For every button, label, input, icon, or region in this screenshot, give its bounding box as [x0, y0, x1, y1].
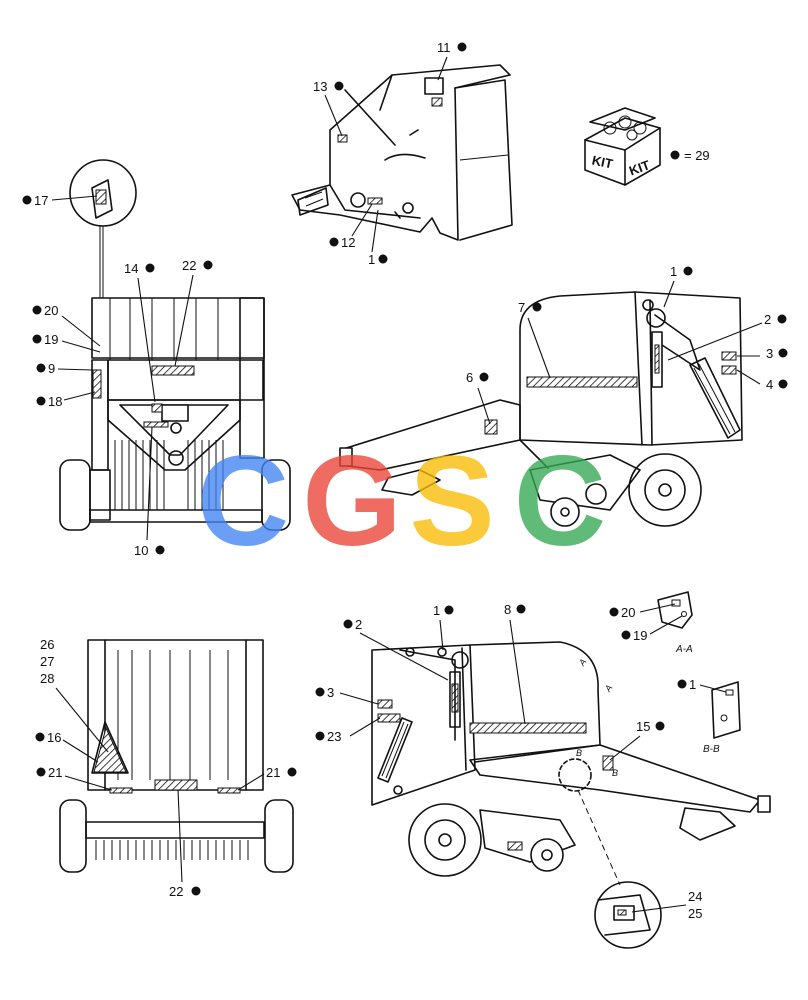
callout-20-detail: 20 [621, 605, 635, 620]
callout-22-rear: 22 [169, 884, 183, 899]
callout-3-right: 3 [766, 346, 773, 361]
kit-equals-29: = 29 [684, 148, 710, 163]
section-mark-a-upper: A [576, 657, 588, 668]
top-side-view [291, 64, 513, 241]
callout-2-left: 2 [355, 617, 362, 632]
callout-7: 7 [518, 300, 525, 315]
kit-box: KIT KIT = 29 [584, 107, 710, 186]
callout-17: 17 [34, 193, 48, 208]
callout-11: 11 [437, 40, 451, 55]
section-label-bb: B-B [703, 744, 720, 755]
callout-12: 12 [341, 235, 355, 250]
section-mark-b-upper: B [576, 748, 582, 758]
callout-23: 23 [327, 729, 341, 744]
callout-8: 8 [504, 602, 511, 617]
callout-15: 15 [636, 719, 650, 734]
top-view-labels: 11 13 12 1 [313, 40, 467, 267]
front-view-labels: 17 14 22 20 19 9 18 10 [22, 193, 213, 558]
callout-10: 10 [134, 543, 148, 558]
section-mark-b-lower: B [612, 768, 618, 778]
callout-18: 18 [48, 394, 62, 409]
section-mark-a-lower: A [602, 683, 614, 694]
callout-1-right: 1 [670, 264, 677, 279]
callout-1-top: 1 [368, 252, 375, 267]
callout-16: 16 [47, 730, 61, 745]
callout-21-left: 21 [48, 765, 62, 780]
callout-25: 25 [688, 906, 702, 921]
callout-1-left: 1 [433, 603, 440, 618]
callout-21-right: 21 [266, 765, 280, 780]
callout-22-front: 22 [182, 258, 196, 273]
left-side-labels: 2 1 8 3 23 15 24 25 [315, 602, 702, 921]
section-label-aa: A-A [675, 644, 693, 655]
right-side-labels: 1 7 2 3 4 6 [466, 264, 788, 425]
watermark-letter-s: S [409, 430, 494, 573]
watermark-letter-g: G [302, 430, 402, 573]
front-view [59, 159, 291, 531]
left-side-view: A A B B [371, 641, 771, 949]
callout-6: 6 [466, 370, 473, 385]
section-details: 20 19 A-A 1 B-B [609, 591, 741, 755]
rear-view [59, 639, 294, 873]
callout-4: 4 [766, 377, 773, 392]
callout-1-detail: 1 [689, 677, 696, 692]
kit-label-left: KIT [591, 152, 615, 171]
callout-13: 13 [313, 79, 327, 94]
callout-14: 14 [124, 261, 138, 276]
callout-9: 9 [48, 361, 55, 376]
kit-label-right: KIT [627, 157, 652, 178]
callout-28: 28 [40, 671, 54, 686]
callout-20-front: 20 [44, 303, 58, 318]
callout-3-left: 3 [327, 685, 334, 700]
callout-27: 27 [40, 654, 54, 669]
rear-view-labels: 26 27 28 16 21 21 22 [35, 637, 297, 899]
callout-26: 26 [40, 637, 54, 652]
watermark-letter-c1: C [197, 430, 289, 573]
callout-24: 24 [688, 889, 702, 904]
watermark-letter-c2: C [514, 430, 606, 573]
watermark-logo: C G S C [197, 430, 606, 573]
right-side-view [339, 291, 743, 527]
callout-19-detail: 19 [633, 628, 647, 643]
callout-19-front: 19 [44, 332, 58, 347]
callout-2-right: 2 [764, 312, 771, 327]
